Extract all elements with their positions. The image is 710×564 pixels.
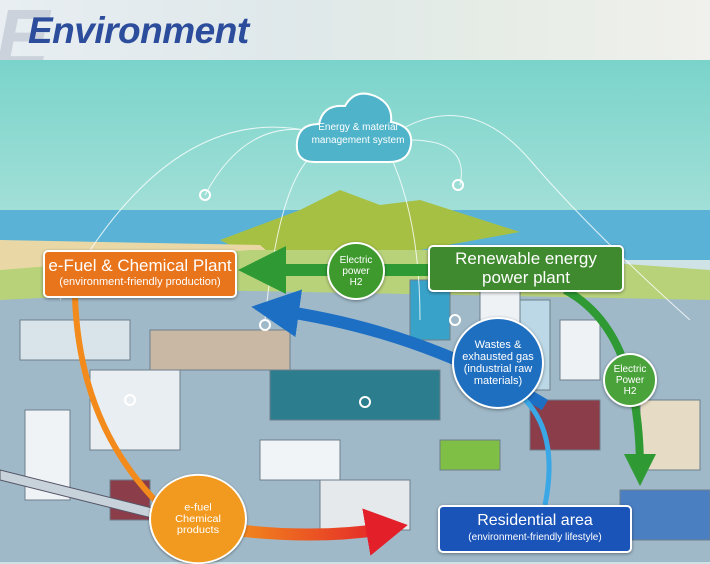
cloud-label-line1: Energy & material	[318, 122, 398, 133]
electric-power-left-line1: Electric	[339, 254, 373, 266]
efuel-products-badge: e-fuel Chemical products	[149, 473, 247, 564]
page-title: Environment	[28, 10, 249, 51]
efuel-products-line1: e-fuel	[184, 502, 212, 514]
renewable-plant-title-line1: Renewable energy	[455, 249, 597, 268]
header-banner: E Environment	[0, 0, 710, 82]
efuel-plant-title: e-Fuel & Chemical Plant	[48, 256, 232, 275]
residential-title: Residential area	[477, 512, 593, 529]
hills	[220, 190, 520, 260]
arrow-red-products-to-residential	[234, 508, 408, 556]
efuel-plant-subtitle: (environment-friendly production)	[59, 276, 221, 288]
cloud-label: Energy & material management system	[300, 122, 416, 146]
electric-power-right-line2: Power	[615, 374, 645, 386]
residential-area-box: Residential area (environment-friendly l…	[438, 505, 632, 553]
electric-power-left-line3: H2	[349, 276, 363, 288]
wastes-badge: Wastes & exhausted gas (industrial raw m…	[452, 317, 544, 409]
arrow-orange-plant-to-products	[72, 297, 168, 513]
wastes-line4: materials)	[473, 375, 523, 388]
wastes-line2: exhausted gas	[462, 350, 534, 363]
renewable-plant-title-line2: power plant	[482, 268, 570, 287]
wastes-line3: (industrial raw	[463, 363, 533, 375]
cloud-icon	[295, 92, 413, 163]
electric-power-left-line2: power	[342, 265, 370, 277]
electric-power-h2-right-badge: Electric Power H2	[603, 353, 657, 407]
wastes-line1: Wastes &	[474, 338, 522, 351]
efuel-products-line2: Chemical	[175, 513, 221, 525]
electric-power-right-line1: Electric	[613, 363, 647, 375]
electric-power-h2-left-badge: Electric power H2	[327, 242, 385, 300]
electric-power-right-line3: H2	[623, 385, 637, 397]
cloud-label-line2: management system	[311, 135, 405, 146]
efuel-products-line3: products	[176, 524, 220, 536]
efuel-chemical-plant-box: e-Fuel & Chemical Plant (environment-fri…	[43, 250, 237, 298]
residential-subtitle: (environment-friendly lifestyle)	[468, 532, 602, 543]
renewable-plant-box: Renewable energy power plant	[428, 245, 624, 292]
arrow-blue-residential-to-wastes	[518, 393, 552, 506]
environment-illustration: Energy & material management system e-Fu…	[0, 60, 710, 564]
